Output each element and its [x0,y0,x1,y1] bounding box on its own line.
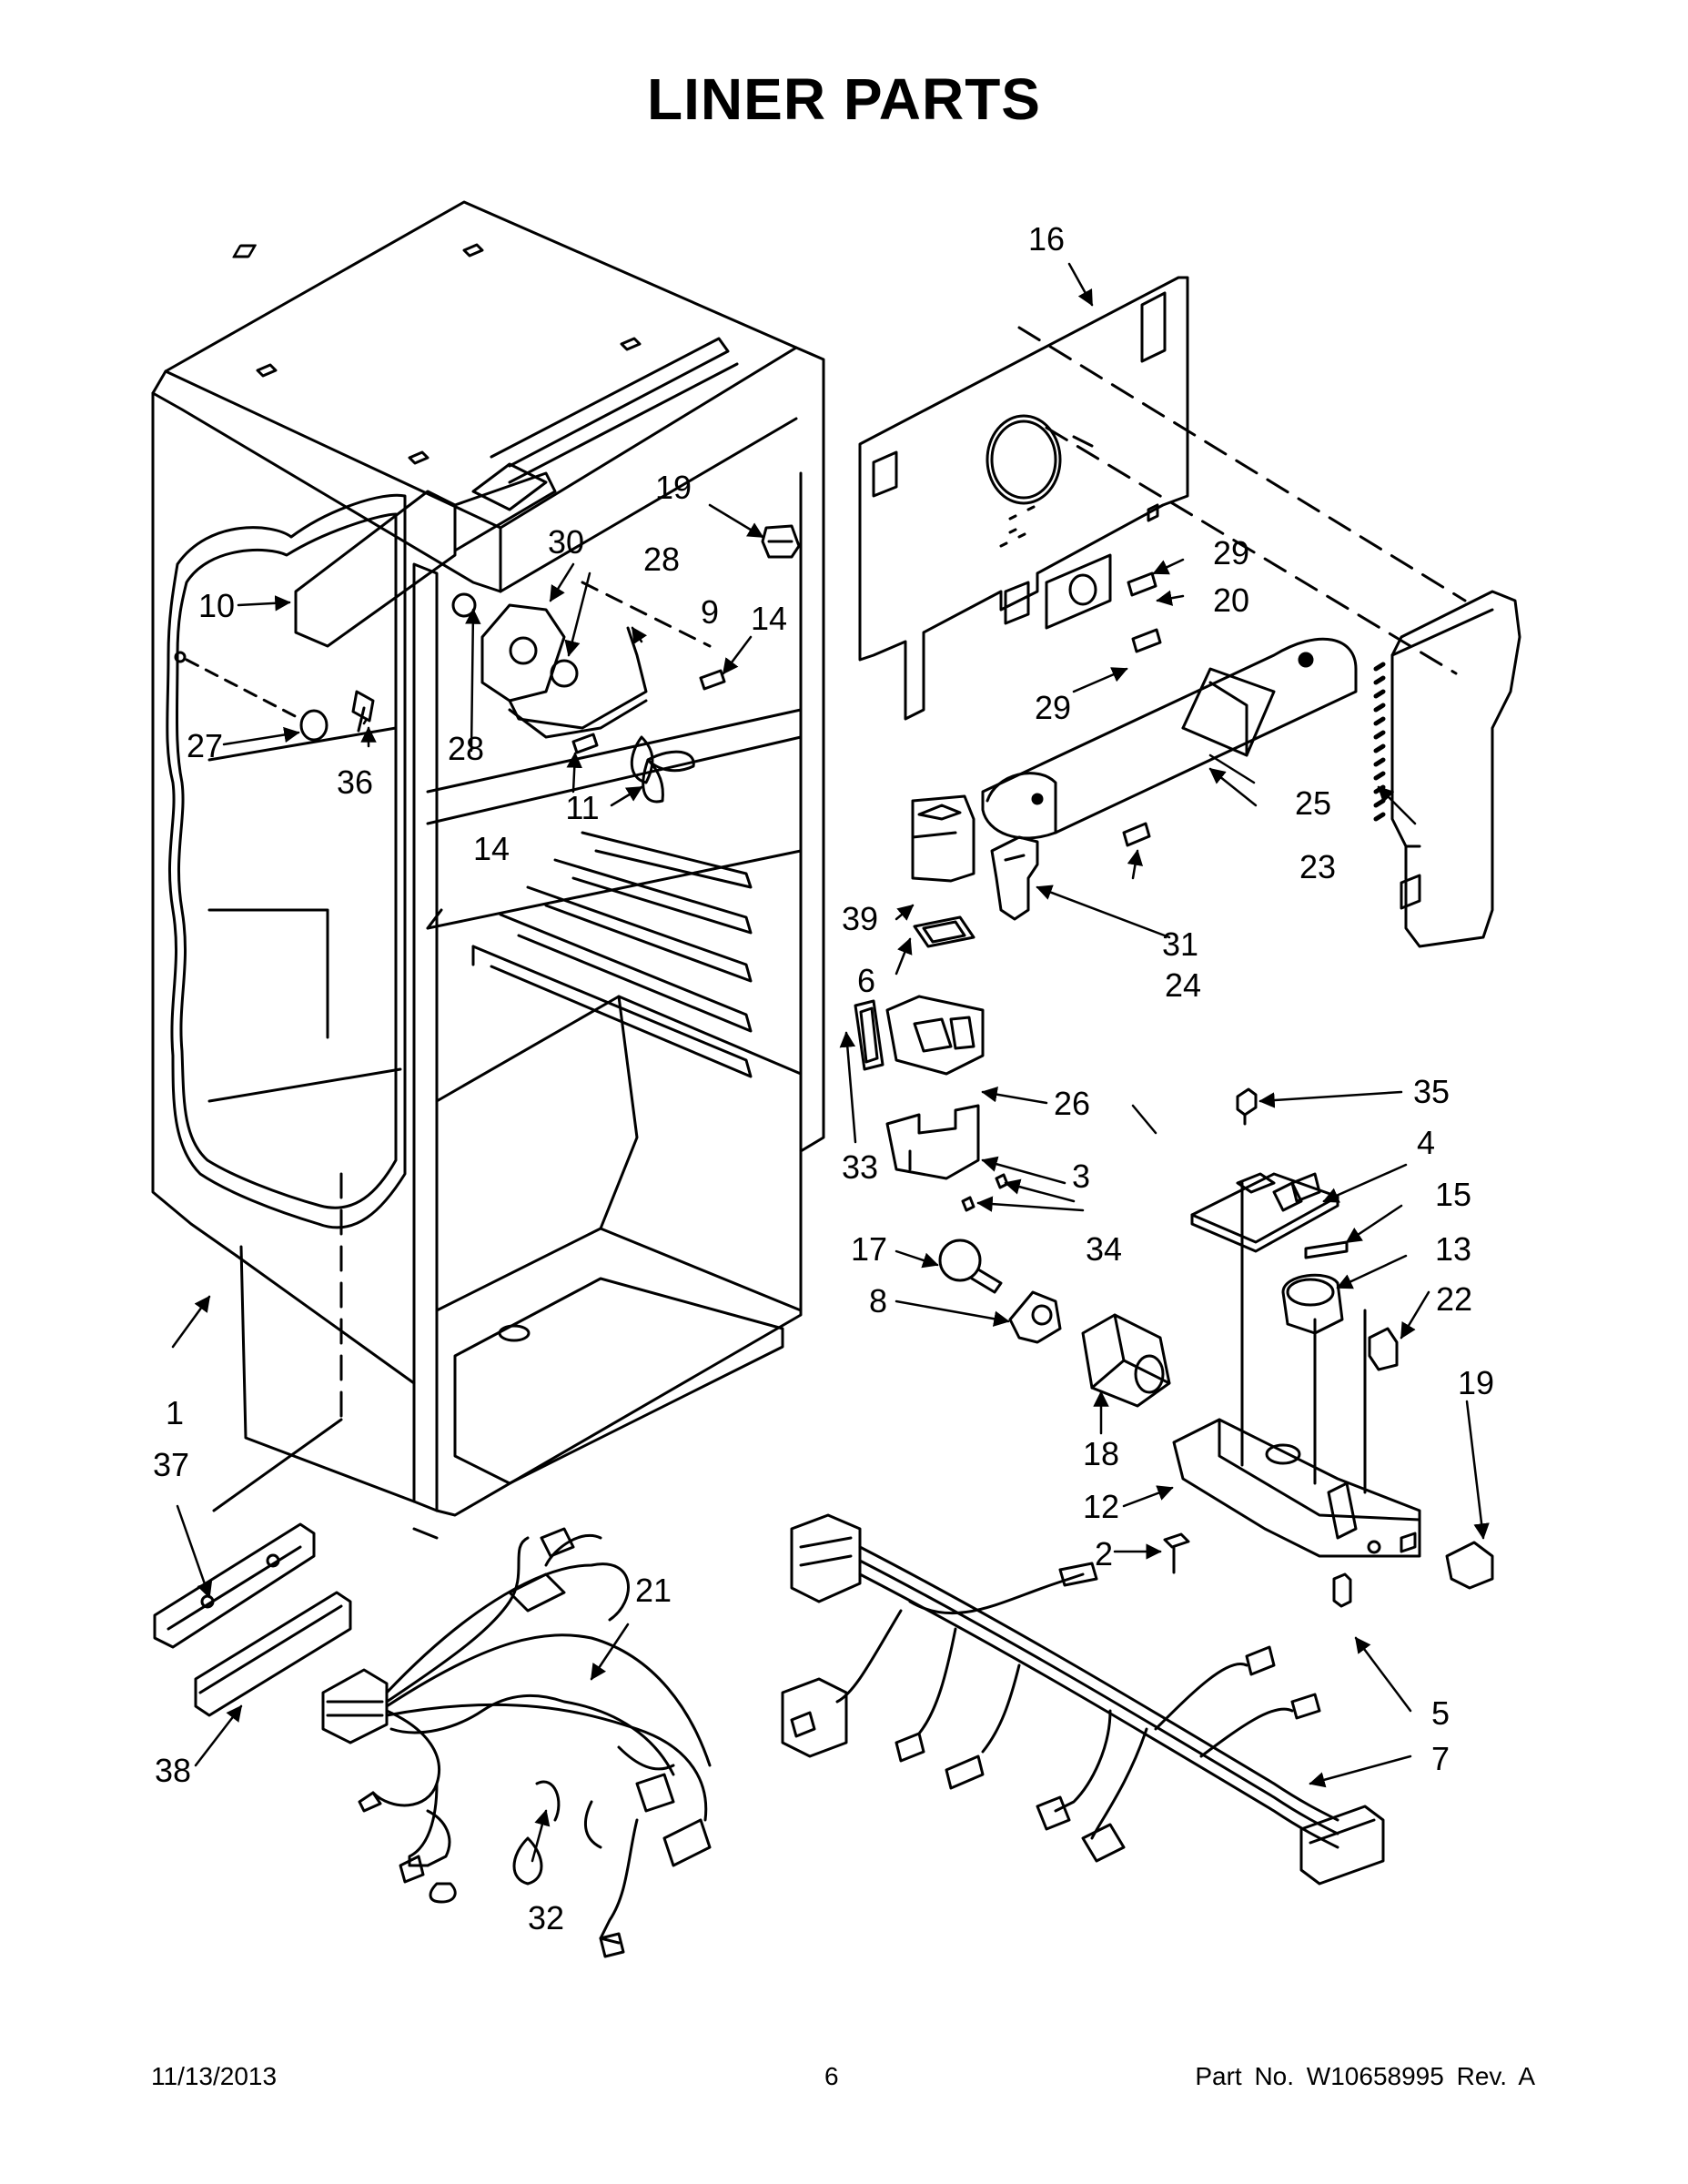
callout-21: 21 [635,1572,672,1609]
callout-22: 22 [1436,1280,1472,1318]
fan-blade-part [630,735,695,804]
tube-15 [1304,1240,1349,1259]
trim-38-part [194,1591,352,1717]
callout-31: 31 [1162,925,1198,963]
wire-harness-21 [321,1527,712,1958]
callout-23: 23 [1299,848,1336,885]
callout-28b: 28 [643,541,680,578]
callout-25: 25 [1295,784,1331,822]
knob-22 [1368,1327,1399,1371]
light-housing-3 [885,1104,980,1180]
fan-motor-bracket [451,592,648,739]
control-housing-part [1172,1181,1421,1558]
air-duct-part [981,637,1358,840]
callout-6: 6 [857,962,875,999]
screw-35 [1236,1087,1258,1126]
callout-38-txt: 38 [155,1752,191,1789]
wire-harness-7 [781,1513,1385,1886]
callout-8: 8 [869,1282,887,1320]
footer-date: 11/13/2013 [151,2062,278,2090]
callout-2: 2 [1095,1535,1113,1572]
footer-page-number: 6 [824,2062,839,2090]
rear-panel-part [858,276,1467,721]
callout-14b: 14 [473,830,510,867]
light-socket-part [1008,1290,1062,1344]
callout-35: 35 [1413,1073,1450,1110]
leader-lines [171,262,1490,1863]
light-bulb-part [938,1239,1003,1294]
callout-3: 3 [1072,1158,1090,1195]
callout-7: 7 [1431,1740,1450,1777]
control-board-part [1190,1172,1339,1253]
screw-27-part [174,651,329,742]
callout-19a: 19 [655,469,692,506]
callout-26: 26 [1054,1085,1090,1122]
switch-housing-24 [990,835,1039,921]
callout-27: 27 [187,727,223,764]
light-cover-part [1081,1313,1171,1408]
callout-30: 30 [548,523,584,561]
screw-36-part [351,690,375,733]
duct-cover-part [1373,590,1521,948]
footer-part-number: Part No. W10658995 Rev. A [1195,2062,1535,2090]
callout-36: 36 [337,763,373,801]
callout-19b: 19 [1458,1364,1494,1401]
callout-5: 5 [1431,1694,1450,1732]
light-switch-top-part [761,524,801,559]
gasket-6 [913,915,975,948]
screw-5 [1332,1572,1352,1608]
screw-2 [1163,1532,1190,1574]
callout-37: 37 [153,1446,189,1483]
callout-29b: 29 [1035,689,1071,726]
callout-labels: 16 19 30 28 9 14 10 27 36 28 14 11 29 20… [153,220,1494,1936]
callout-18: 18 [1083,1435,1119,1472]
callout-24: 24 [1165,966,1201,1004]
gasket-33 [854,999,884,1071]
callout-17-txt: 17 [851,1230,887,1268]
page-title: LINER PARTS [647,66,1041,132]
callout-labels-extra: 13 15 17 38 [155,1176,1471,1789]
callout-16: 16 [1028,220,1065,258]
callout-13-label: 13 [1435,1230,1471,1268]
callout-33: 33 [842,1148,878,1186]
callout-10: 10 [198,587,235,624]
thermostat-13 [1281,1273,1344,1335]
screw-parts [571,571,1162,847]
callout-34: 34 [1086,1230,1122,1268]
callout-1: 1 [166,1394,184,1431]
callout-14a: 14 [751,600,787,637]
light-switch-19-lower [1445,1541,1494,1590]
callout-9: 9 [701,593,719,631]
refrigerator-liner [151,200,825,1540]
callout-11: 11 [565,789,599,826]
callout-32: 32 [528,1899,564,1936]
switch-housing-39 [911,794,975,883]
callout-28c: 28 [448,730,484,767]
trim-37-part [153,1522,316,1649]
callout-4: 4 [1417,1124,1435,1161]
callout-29a: 29 [1213,534,1249,571]
callout-39: 39 [842,900,878,937]
light-housing-26 [885,995,985,1076]
callout-15-txt: 15 [1435,1176,1471,1213]
callout-12: 12 [1083,1488,1119,1525]
callout-20: 20 [1213,581,1249,619]
